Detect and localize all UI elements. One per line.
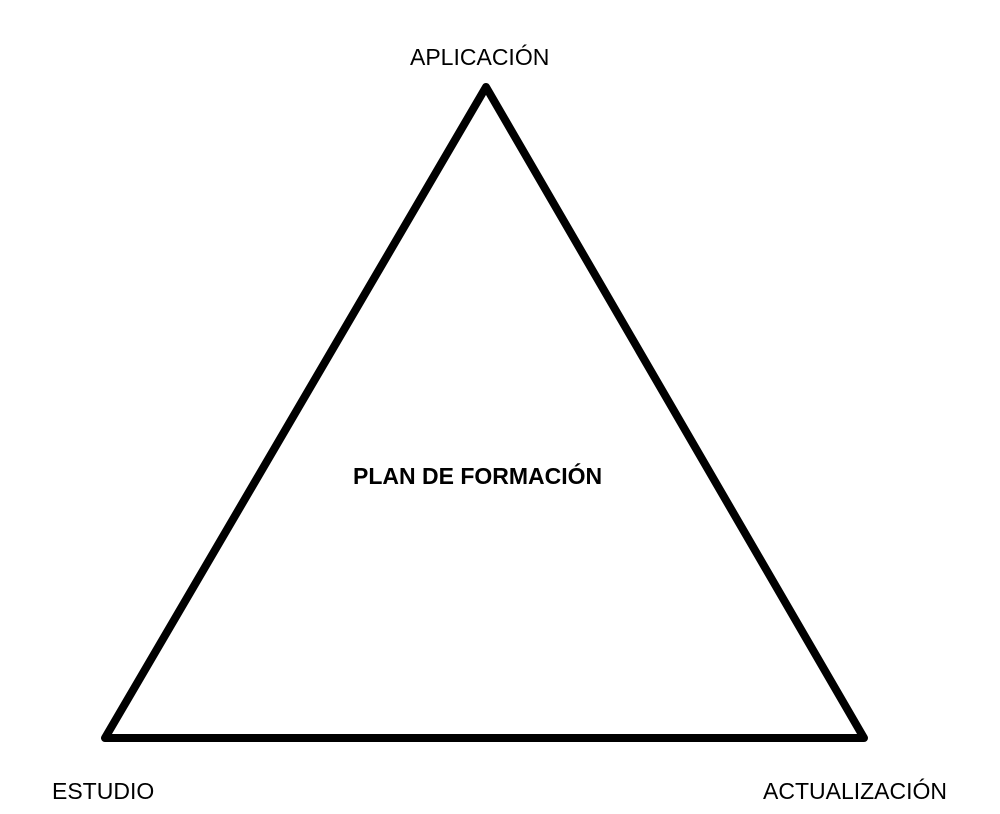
vertex-label-bottom-right: ACTUALIZACIÓN xyxy=(763,778,948,804)
vertex-label-bottom-left: ESTUDIO xyxy=(52,778,155,804)
center-label: PLAN DE FORMACIÓN xyxy=(353,463,603,489)
triangle-outline xyxy=(101,83,868,742)
vertex-label-top: APLICACIÓN xyxy=(410,44,550,70)
